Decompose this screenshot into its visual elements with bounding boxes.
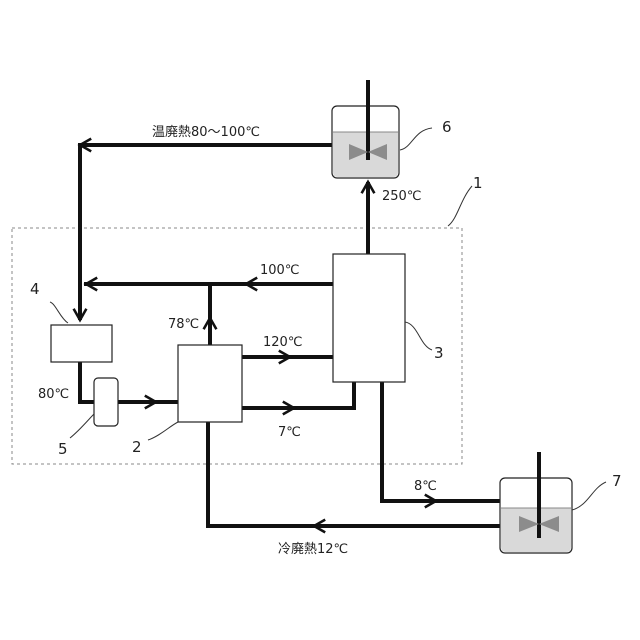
label-80c: 80℃	[38, 387, 69, 402]
leader-6	[400, 128, 432, 150]
ref-6: 6	[442, 118, 452, 136]
pipe-8c	[382, 382, 500, 501]
pipe-warm-waste-heat	[80, 145, 332, 320]
leader-7	[572, 482, 606, 510]
tank-7	[500, 452, 572, 553]
pipe-4-to-5	[80, 362, 94, 402]
label-warm-waste-heat: 温廃熱80～100℃	[152, 124, 260, 140]
pipe-7c	[242, 382, 354, 408]
leader-2	[148, 422, 178, 440]
pipe-cold-waste-heat	[208, 422, 500, 526]
leader-1	[448, 186, 472, 226]
leader-5	[70, 414, 94, 438]
tank-6	[332, 80, 399, 178]
ref-4: 4	[30, 280, 40, 298]
unit-4	[51, 325, 112, 362]
unit-3	[333, 254, 405, 382]
label-7c: 7℃	[278, 425, 301, 440]
ref-2: 2	[132, 438, 142, 456]
label-78c: 78℃	[168, 317, 199, 332]
unit-2	[178, 345, 242, 422]
unit-5	[94, 378, 118, 426]
label-8c: 8℃	[414, 479, 437, 494]
label-cold-waste-heat: 冷廃熱12℃	[278, 541, 348, 557]
label-100c: 100℃	[260, 263, 299, 278]
ref-1: 1	[473, 174, 483, 192]
leader-4	[50, 302, 68, 323]
label-120c: 120℃	[263, 335, 302, 350]
ref-7: 7	[612, 472, 622, 490]
label-250c: 250℃	[382, 189, 421, 204]
ref-5: 5	[58, 440, 68, 458]
leader-3	[405, 322, 432, 350]
ref-3: 3	[434, 344, 444, 362]
